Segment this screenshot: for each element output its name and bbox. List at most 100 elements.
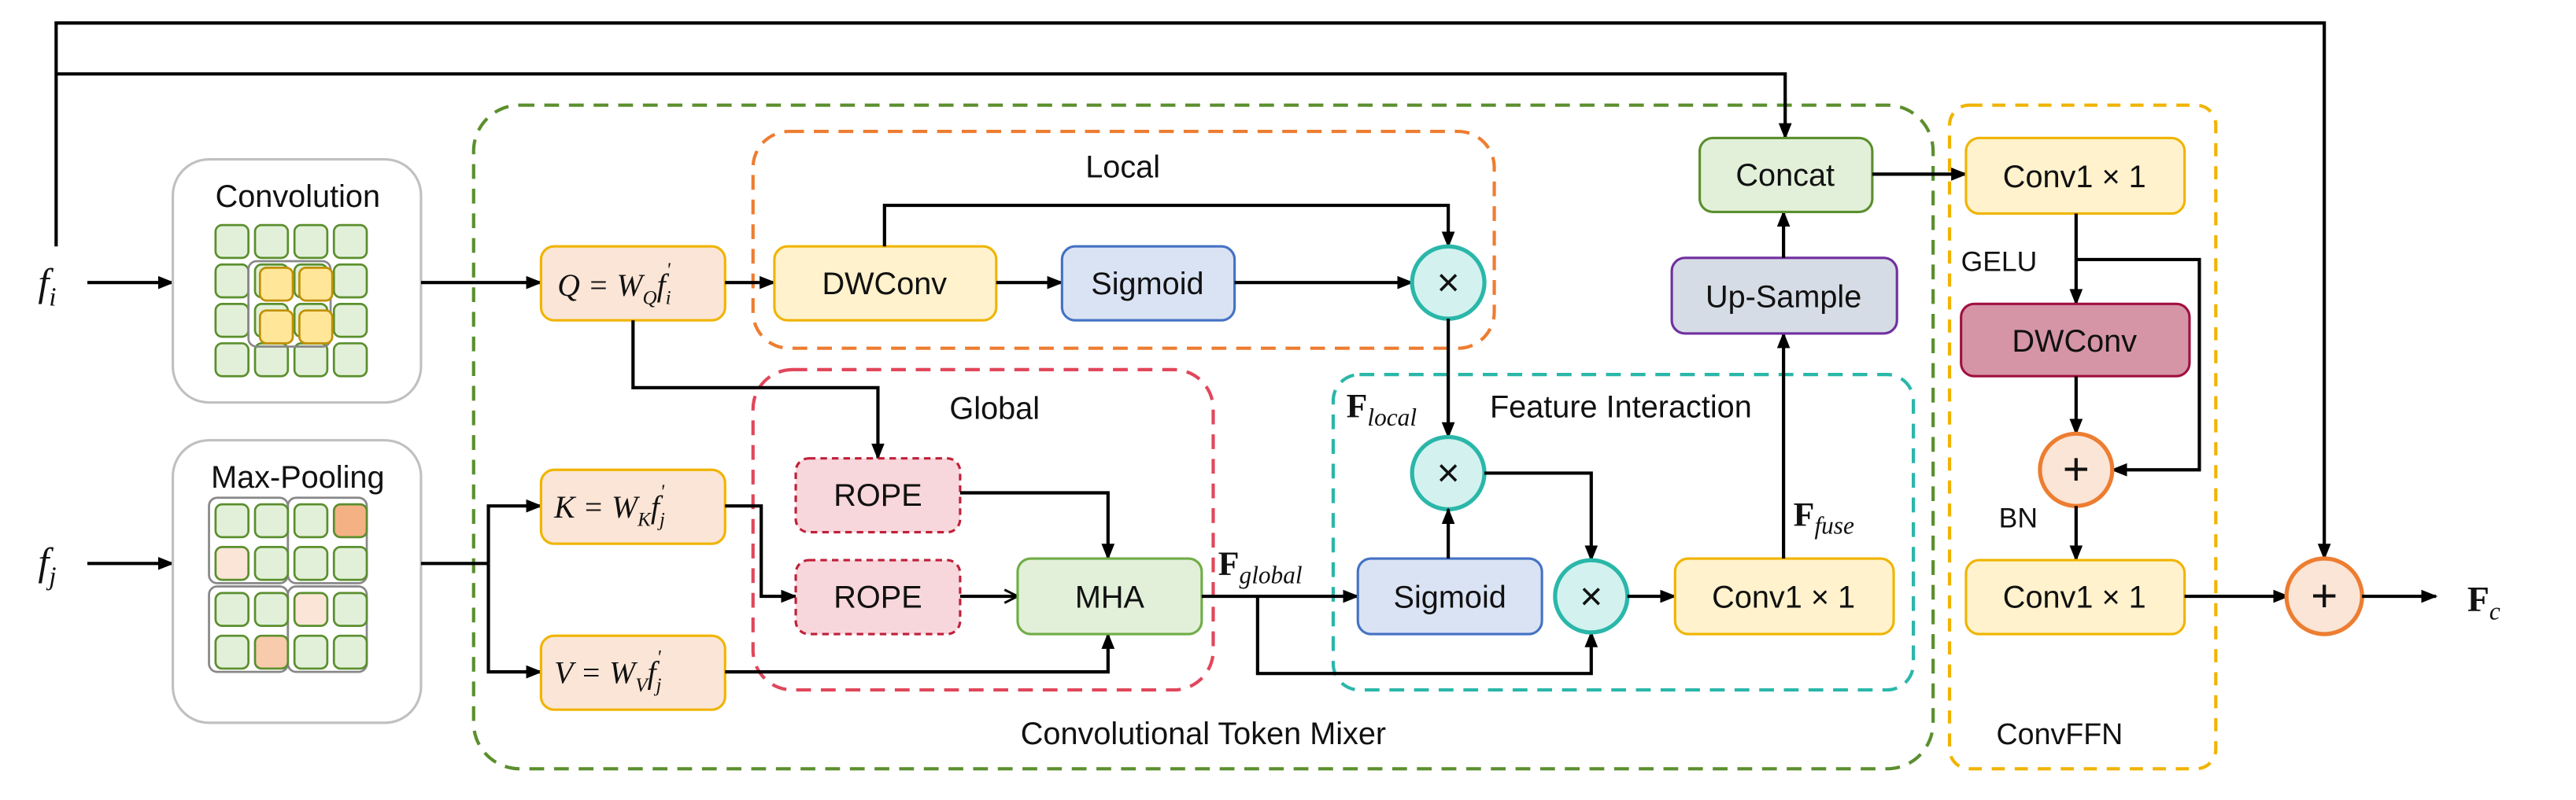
arrow-dwconv-bypass: [882, 203, 1455, 249]
arrow-q-to-rope: [631, 320, 885, 460]
svg-text:Q = WQfi': Q = WQfi': [557, 260, 671, 309]
local-multiply-node: ×: [1410, 244, 1487, 321]
arrow-global-to-multiply2: [1255, 596, 1598, 676]
v-projection-box: V = WVfj': [539, 634, 726, 711]
svg-text:Conv1 × 1: Conv1 × 1: [2003, 581, 2146, 615]
arrow-rope1-to-mha: [959, 491, 1115, 561]
mixer-title: Convolutional Token Mixer: [1021, 717, 1386, 751]
svg-text:DWConv: DWConv: [2012, 324, 2137, 359]
grid-cell: [253, 342, 290, 378]
svg-text:Up-Sample: Up-Sample: [1706, 280, 1861, 315]
grid-cell: [332, 342, 368, 378]
svg-text:DWConv: DWConv: [822, 267, 947, 301]
grid-cell: [293, 342, 329, 378]
svg-text:Conv1 × 1: Conv1 × 1: [1712, 581, 1855, 615]
svg-text:MHA: MHA: [1075, 581, 1145, 615]
grid-cell: [293, 634, 329, 670]
grid-cell: [332, 634, 368, 670]
arrow-pool-to-v: [486, 563, 543, 679]
local-dwconv-box: DWConv: [773, 245, 998, 322]
q-projection-box: Q = WQfi': [539, 245, 726, 322]
svg-text:V = WVfj': V = WVfj': [554, 647, 661, 697]
plus-icon: +: [2063, 444, 2090, 495]
f-fuse-label: Ffuse: [1794, 496, 1854, 539]
skip-line-inner: [56, 72, 1792, 140]
ffn-add-node: +: [2038, 431, 2115, 508]
global-container: [751, 367, 1215, 692]
ffn-dwconv-box: DWConv: [1960, 302, 2191, 378]
arrow-pool-to-k: [486, 499, 543, 564]
local-sigmoid-box: Sigmoid: [1060, 245, 1236, 322]
grid-cell: [253, 546, 290, 581]
grid-cell: [293, 503, 329, 539]
grid-cell: [214, 302, 250, 338]
kernel-cell: [258, 267, 294, 302]
global-title: Global: [949, 392, 1040, 426]
grid-cell: [332, 223, 368, 260]
grid-cell: [332, 263, 368, 299]
max-cell: [293, 592, 329, 627]
grid-cell: [214, 263, 250, 299]
local-container: [751, 129, 1496, 350]
skip-line-outer: [54, 21, 2331, 561]
f-global-label: Fglobal: [1218, 545, 1303, 588]
ffn-title: ConvFFN: [1997, 717, 2123, 750]
grid-cell: [214, 634, 250, 670]
ffn-conv-top-box: Conv1 × 1: [1964, 136, 2186, 216]
grid-cell: [214, 503, 250, 539]
grid-cell: [293, 223, 329, 260]
interaction-title: Feature Interaction: [1490, 389, 1752, 424]
output-add-node: +: [2284, 556, 2364, 636]
svg-text:Conv1 × 1: Conv1 × 1: [2003, 160, 2146, 194]
grid-cell: [214, 592, 250, 627]
grid-cell: [332, 302, 368, 338]
multiply-icon: ×: [1436, 451, 1459, 495]
arrow-ffn-residual: [2075, 257, 2201, 477]
max-cell: [253, 634, 290, 670]
multiply-icon: ×: [1436, 260, 1459, 304]
concat-box: Concat: [1698, 136, 1874, 213]
mixer-container: [471, 103, 1935, 771]
ffn-container: [1947, 103, 2218, 771]
svg-text:Sigmoid: Sigmoid: [1394, 581, 1506, 615]
maxpool-grid-icon: [208, 496, 368, 673]
grid-cell: [332, 592, 368, 627]
arrow-multiply1-to-multiply2: [1484, 471, 1598, 562]
multiply-icon: ×: [1580, 574, 1602, 618]
interaction-conv-box: Conv1 × 1: [1673, 557, 1895, 636]
kernel-cell: [298, 309, 334, 345]
svg-text:ROPE: ROPE: [833, 581, 922, 615]
grid-cell: [253, 592, 290, 627]
svg-text:Concat: Concat: [1735, 158, 1835, 193]
grid-cell: [253, 503, 290, 539]
interaction-multiply-node-2: ×: [1553, 558, 1630, 635]
local-title: Local: [1085, 150, 1160, 185]
grid-cell: [332, 546, 368, 581]
upsample-box: Up-Sample: [1670, 256, 1898, 335]
svg-text:Sigmoid: Sigmoid: [1091, 267, 1203, 301]
f-local-label: Flocal: [1347, 387, 1417, 430]
input-fj: fj: [38, 540, 56, 592]
interaction-sigmoid-box: Sigmoid: [1356, 557, 1543, 636]
interaction-multiply-node-1: ×: [1410, 434, 1487, 511]
bn-label: BN: [1999, 502, 2038, 533]
grid-cell: [253, 223, 290, 260]
rope-box-2: ROPE: [794, 559, 962, 636]
arrow-v-to-mha: [725, 632, 1115, 674]
max-cell: [214, 546, 250, 581]
maxpool-title: Max-Pooling: [211, 460, 384, 495]
kernel-cell: [298, 267, 334, 302]
grid-cell: [293, 546, 329, 581]
gelu-label: GELU: [1961, 246, 2038, 278]
convolution-grid-icon: [214, 223, 368, 378]
output-label: Fc: [2467, 579, 2500, 625]
convolution-title: Convolution: [216, 179, 380, 214]
input-fi: fi: [38, 260, 56, 312]
rope-box-1: ROPE: [794, 457, 962, 534]
ffn-conv-bottom-box: Conv1 × 1: [1964, 559, 2186, 636]
plus-icon: +: [2311, 570, 2338, 621]
mha-box: MHA: [1016, 557, 1203, 636]
arrow-k-to-rope: [725, 504, 798, 603]
convolution-block: Convolution: [172, 157, 423, 404]
